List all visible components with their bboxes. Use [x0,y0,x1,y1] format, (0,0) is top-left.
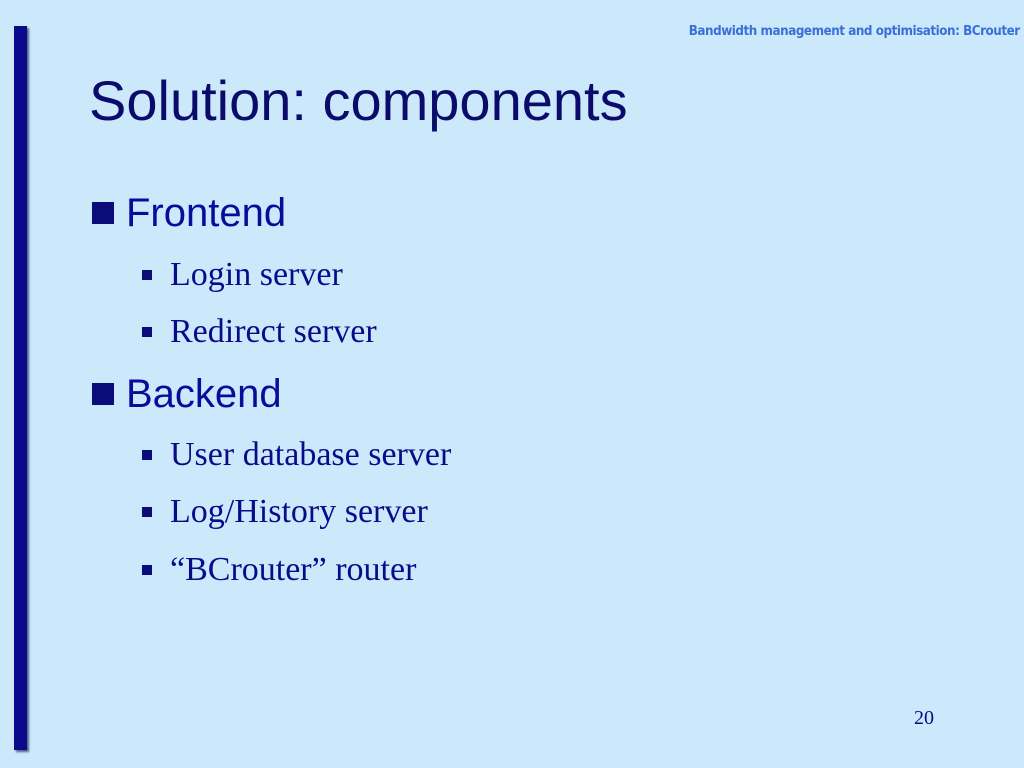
small-square-bullet-icon [142,507,152,517]
slide-title: Solution: components [89,69,628,132]
header-note: Bandwidth management and optimisation: B… [689,24,1020,39]
sub-bullet-login-server: Login server [142,255,343,295]
small-square-bullet-icon [142,327,152,337]
sub-bullet-label: Redirect server [170,313,377,350]
small-square-bullet-icon [142,270,152,280]
sub-bullet-bcrouter-router: “BCrouter” router [142,550,416,590]
page-number: 20 [914,707,934,729]
small-square-bullet-icon [142,450,152,460]
sub-bullet-label: Login server [170,256,343,293]
sub-bullet-label: User database server [170,436,452,473]
bullet-frontend: Frontend [92,190,286,236]
sub-bullet-label: “BCrouter” router [170,551,417,588]
sub-bullet-label: Log/History server [170,493,428,530]
small-square-bullet-icon [142,565,152,575]
sub-bullet-user-database-server: User database server [142,435,451,475]
bullet-label: Frontend [126,191,287,235]
sub-bullet-redirect-server: Redirect server [142,312,377,352]
left-accent-bar [14,26,27,750]
square-bullet-icon [92,383,114,405]
bullet-label: Backend [126,372,282,416]
sub-bullet-log-history-server: Log/History server [142,492,428,532]
bullet-backend: Backend [92,371,282,417]
square-bullet-icon [92,202,114,224]
